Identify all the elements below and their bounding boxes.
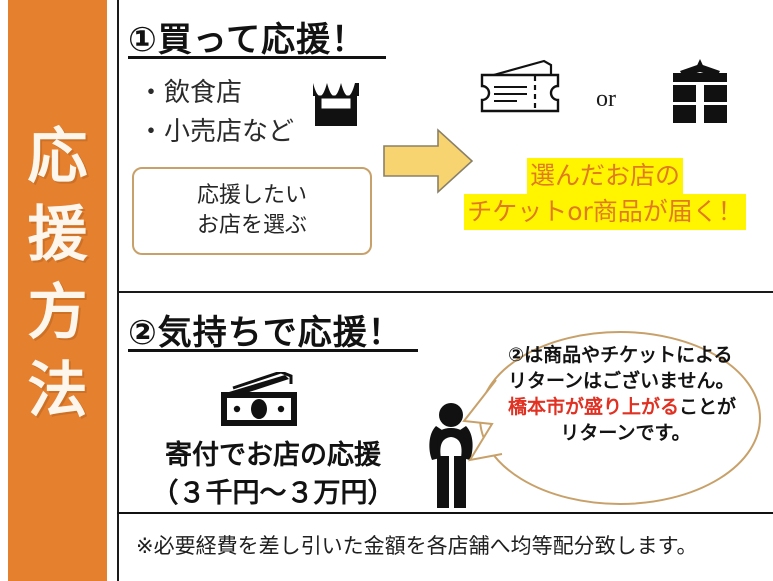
section1-heading: ①買って応援！ <box>128 20 367 60</box>
bowing-person-icon <box>428 398 484 515</box>
donation-text: 寄付でお店の応援 （３千円〜３万円） <box>128 437 418 513</box>
section2-heading: ②気持ちで応援！ <box>128 313 403 353</box>
reward-highlight-line2: チケットor商品が届く！ <box>464 194 746 230</box>
banknote-icon <box>215 370 311 439</box>
section2-heading-underline <box>128 349 418 352</box>
ticket-icon <box>472 56 572 129</box>
side-band-label: 応援方法 <box>27 122 88 426</box>
right-arrow-icon <box>382 128 474 199</box>
bubble-highlight: 橋本市が盛り上がる <box>508 396 680 418</box>
donation-line1: 寄付でお店の応援 <box>165 440 381 471</box>
list-item: ・小売店など <box>138 117 295 147</box>
reward-highlight-text: 選んだお店の チケットor商品が届く！ <box>440 158 770 230</box>
gift-box-icon <box>665 55 735 132</box>
footnote: ※必要経費を差し引いた金額を各店舗へ均等配分致します。 <box>136 534 698 558</box>
bubble-part2: ことが <box>679 396 737 418</box>
storefront-icon <box>310 80 362 135</box>
section-divider <box>117 291 773 293</box>
section1-bullet-list: ・飲食店 ・小売店など <box>138 74 294 152</box>
list-item: ・飲食店 <box>138 78 243 108</box>
side-band: 応援方法 <box>8 0 107 581</box>
content-frame <box>117 0 773 581</box>
donation-line2: （３千円〜３万円） <box>151 478 395 509</box>
choose-store-line2: お店を選ぶ <box>196 213 307 238</box>
section1-heading-underline <box>128 56 386 59</box>
footnote-divider <box>117 512 773 514</box>
bubble-part3: リターンです。 <box>560 422 691 444</box>
speech-bubble-text: ②は商品やチケットによるリターンはございません。橋本市が盛り上がることが リター… <box>508 342 743 446</box>
choose-store-box: 応援したい お店を選ぶ <box>132 167 372 255</box>
or-label: or <box>596 86 616 112</box>
reward-highlight-line1: 選んだお店の <box>526 158 683 194</box>
speech-bubble <box>462 328 762 513</box>
choose-store-line1: 応援したい <box>196 183 307 208</box>
bubble-part1: ②は商品やチケットによるリターンはございません。 <box>508 344 735 392</box>
